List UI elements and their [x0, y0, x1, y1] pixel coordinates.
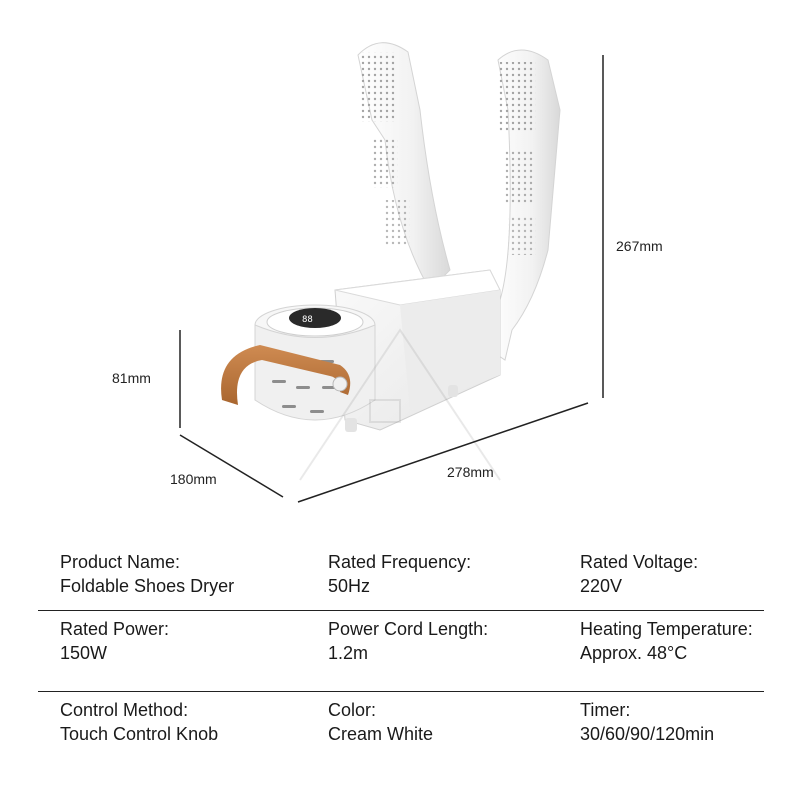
spec-label: Rated Power:: [60, 619, 170, 639]
spec-cell: Product Name: Foldable Shoes Dryer: [60, 550, 234, 598]
spec-label: Product Name:: [60, 552, 181, 572]
spec-label: Heating Temperature:: [580, 619, 753, 639]
spec-cell: Rated Voltage: 220V: [580, 550, 698, 598]
spec-cell: Color: Cream White: [328, 698, 433, 746]
spec-value: 150W: [60, 643, 108, 663]
spec-row: Control Method: Touch Control Knob Color…: [38, 692, 764, 772]
spec-label: Color:: [328, 700, 377, 720]
dimension-height-label: 267mm: [616, 238, 663, 254]
spec-cell: Power Cord Length: 1.2m: [328, 617, 488, 665]
svg-text:88: 88: [302, 315, 313, 325]
spec-value: Approx. 48°C: [580, 643, 688, 663]
spec-value: 220V: [580, 576, 623, 596]
spec-value: Touch Control Knob: [60, 724, 219, 744]
spec-label: Timer:: [580, 700, 631, 720]
spec-value: 1.2m: [328, 643, 369, 663]
row-divider: [38, 691, 764, 692]
dimension-depth-label: 180mm: [170, 471, 217, 487]
spec-cell: Rated Frequency: 50Hz: [328, 550, 471, 598]
spec-label: Power Cord Length:: [328, 619, 489, 639]
spec-cell: Control Method: Touch Control Knob: [60, 698, 218, 746]
row-divider: [38, 610, 764, 611]
spec-value: Cream White: [328, 724, 434, 744]
dimension-width-label: 278mm: [447, 464, 494, 480]
leather-strap: [221, 345, 351, 405]
spec-value: Foldable Shoes Dryer: [60, 576, 235, 596]
spec-value: 30/60/90/120min: [580, 724, 715, 744]
dimension-base-height-label: 81mm: [112, 370, 151, 386]
spec-row: Rated Power: 150W Power Cord Length: 1.2…: [38, 611, 764, 691]
product-illustration: 88 267mm 81mm 180mm 278mm: [112, 42, 663, 503]
spec-label: Control Method:: [60, 700, 189, 720]
spec-value: 50Hz: [328, 576, 371, 596]
spec-row: Product Name: Foldable Shoes Dryer Rated…: [38, 546, 764, 610]
spec-label: Rated Voltage:: [580, 552, 699, 572]
spec-cell: Rated Power: 150W: [60, 617, 169, 665]
dimension-arrow: [179, 55, 604, 503]
spec-cell: Heating Temperature: Approx. 48°C: [580, 617, 753, 665]
spec-table: Product Name: Foldable Shoes Dryer Rated…: [38, 546, 764, 772]
spec-cell: Timer: 30/60/90/120min: [580, 698, 714, 746]
watermark-logo: [299, 328, 501, 481]
spec-label: Rated Frequency:: [328, 552, 472, 572]
shoe-dryer-illustration: 88: [179, 42, 604, 503]
